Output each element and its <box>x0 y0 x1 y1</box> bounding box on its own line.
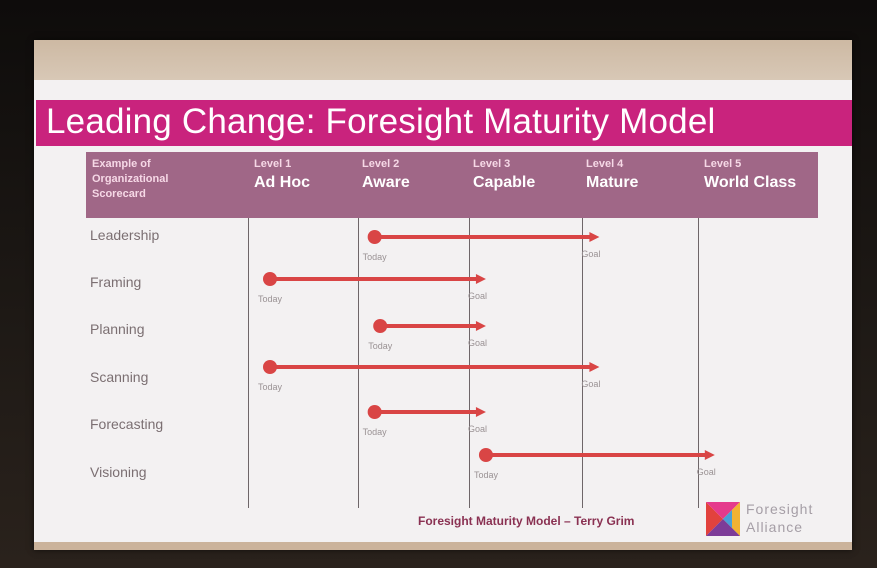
today-marker-forecasting <box>367 405 382 419</box>
today-label-scanning: Today <box>258 382 283 392</box>
level-4-name: Mature <box>586 174 639 191</box>
level-2-number: Level 2 <box>362 158 400 170</box>
scorecard-heading-line-3: Scorecard <box>92 188 146 200</box>
screen-bottom-strip <box>34 542 852 550</box>
slide-title: Leading Change: Foresight Maturity Model <box>46 102 716 141</box>
today-label-forecasting: Today <box>363 427 388 437</box>
scorecard-heading-line-2: Organizational <box>92 173 169 185</box>
row-label-planning: Planning <box>90 321 145 337</box>
level-5-number: Level 5 <box>704 158 742 170</box>
arrow-head-scanning <box>589 362 600 372</box>
level-3-number: Level 3 <box>473 158 511 170</box>
level-1-name: Ad Hoc <box>254 174 310 191</box>
arrow-head-forecasting <box>475 407 486 417</box>
level-3-name: Capable <box>473 174 536 191</box>
title-bar: Leading Change: Foresight Maturity Model <box>36 100 852 146</box>
row-label-visioning: Visioning <box>90 464 147 480</box>
goal-label-visioning: Goal <box>697 467 716 477</box>
today-label-leadership: Today <box>363 252 388 262</box>
level-2-name: Aware <box>362 174 410 191</box>
row-label-forecasting: Forecasting <box>90 416 164 432</box>
today-marker-planning <box>373 319 388 333</box>
grid-divider-3 <box>469 218 470 508</box>
goal-label-scanning: Goal <box>581 379 600 389</box>
arrow-head-framing <box>475 274 486 284</box>
scorecard-heading-line-1: Example of <box>92 158 151 170</box>
source-citation: Foresight Maturity Model – Terry Grim <box>418 514 635 528</box>
goal-label-forecasting: Goal <box>468 424 487 434</box>
row-label-leadership: Leadership <box>90 227 160 243</box>
goal-label-planning: Goal <box>468 338 487 348</box>
today-marker-leadership <box>367 230 382 244</box>
grid-divider-4 <box>582 218 583 508</box>
today-marker-visioning <box>478 448 493 462</box>
arrow-head-visioning <box>704 450 715 460</box>
today-label-framing: Today <box>258 294 283 304</box>
level-1-number: Level 1 <box>254 158 292 170</box>
today-label-visioning: Today <box>474 470 499 480</box>
logo-word-2: Alliance <box>746 519 804 535</box>
logo-word-1: Foresight <box>746 501 814 517</box>
level-5-name: World Class <box>704 174 797 191</box>
today-marker-framing <box>263 272 277 286</box>
projection-screen: Leading Change: Foresight Maturity Model… <box>34 40 852 550</box>
foresight-alliance-logo-icon <box>706 502 740 536</box>
arrow-head-leadership <box>589 232 600 242</box>
screen-top-strip <box>34 40 852 80</box>
row-label-scanning: Scanning <box>90 369 149 385</box>
today-marker-scanning <box>263 360 277 374</box>
grid-divider-5 <box>698 218 699 508</box>
arrow-head-planning <box>475 321 486 331</box>
goal-label-framing: Goal <box>468 291 487 301</box>
level-4-number: Level 4 <box>586 158 624 170</box>
grid-divider-2 <box>358 218 359 508</box>
row-label-framing: Framing <box>90 274 142 290</box>
grid-divider-1 <box>248 218 249 508</box>
goal-label-leadership: Goal <box>581 249 600 259</box>
level-header-band: Example of Organizational Scorecard Leve… <box>86 152 818 218</box>
today-label-planning: Today <box>368 341 393 351</box>
